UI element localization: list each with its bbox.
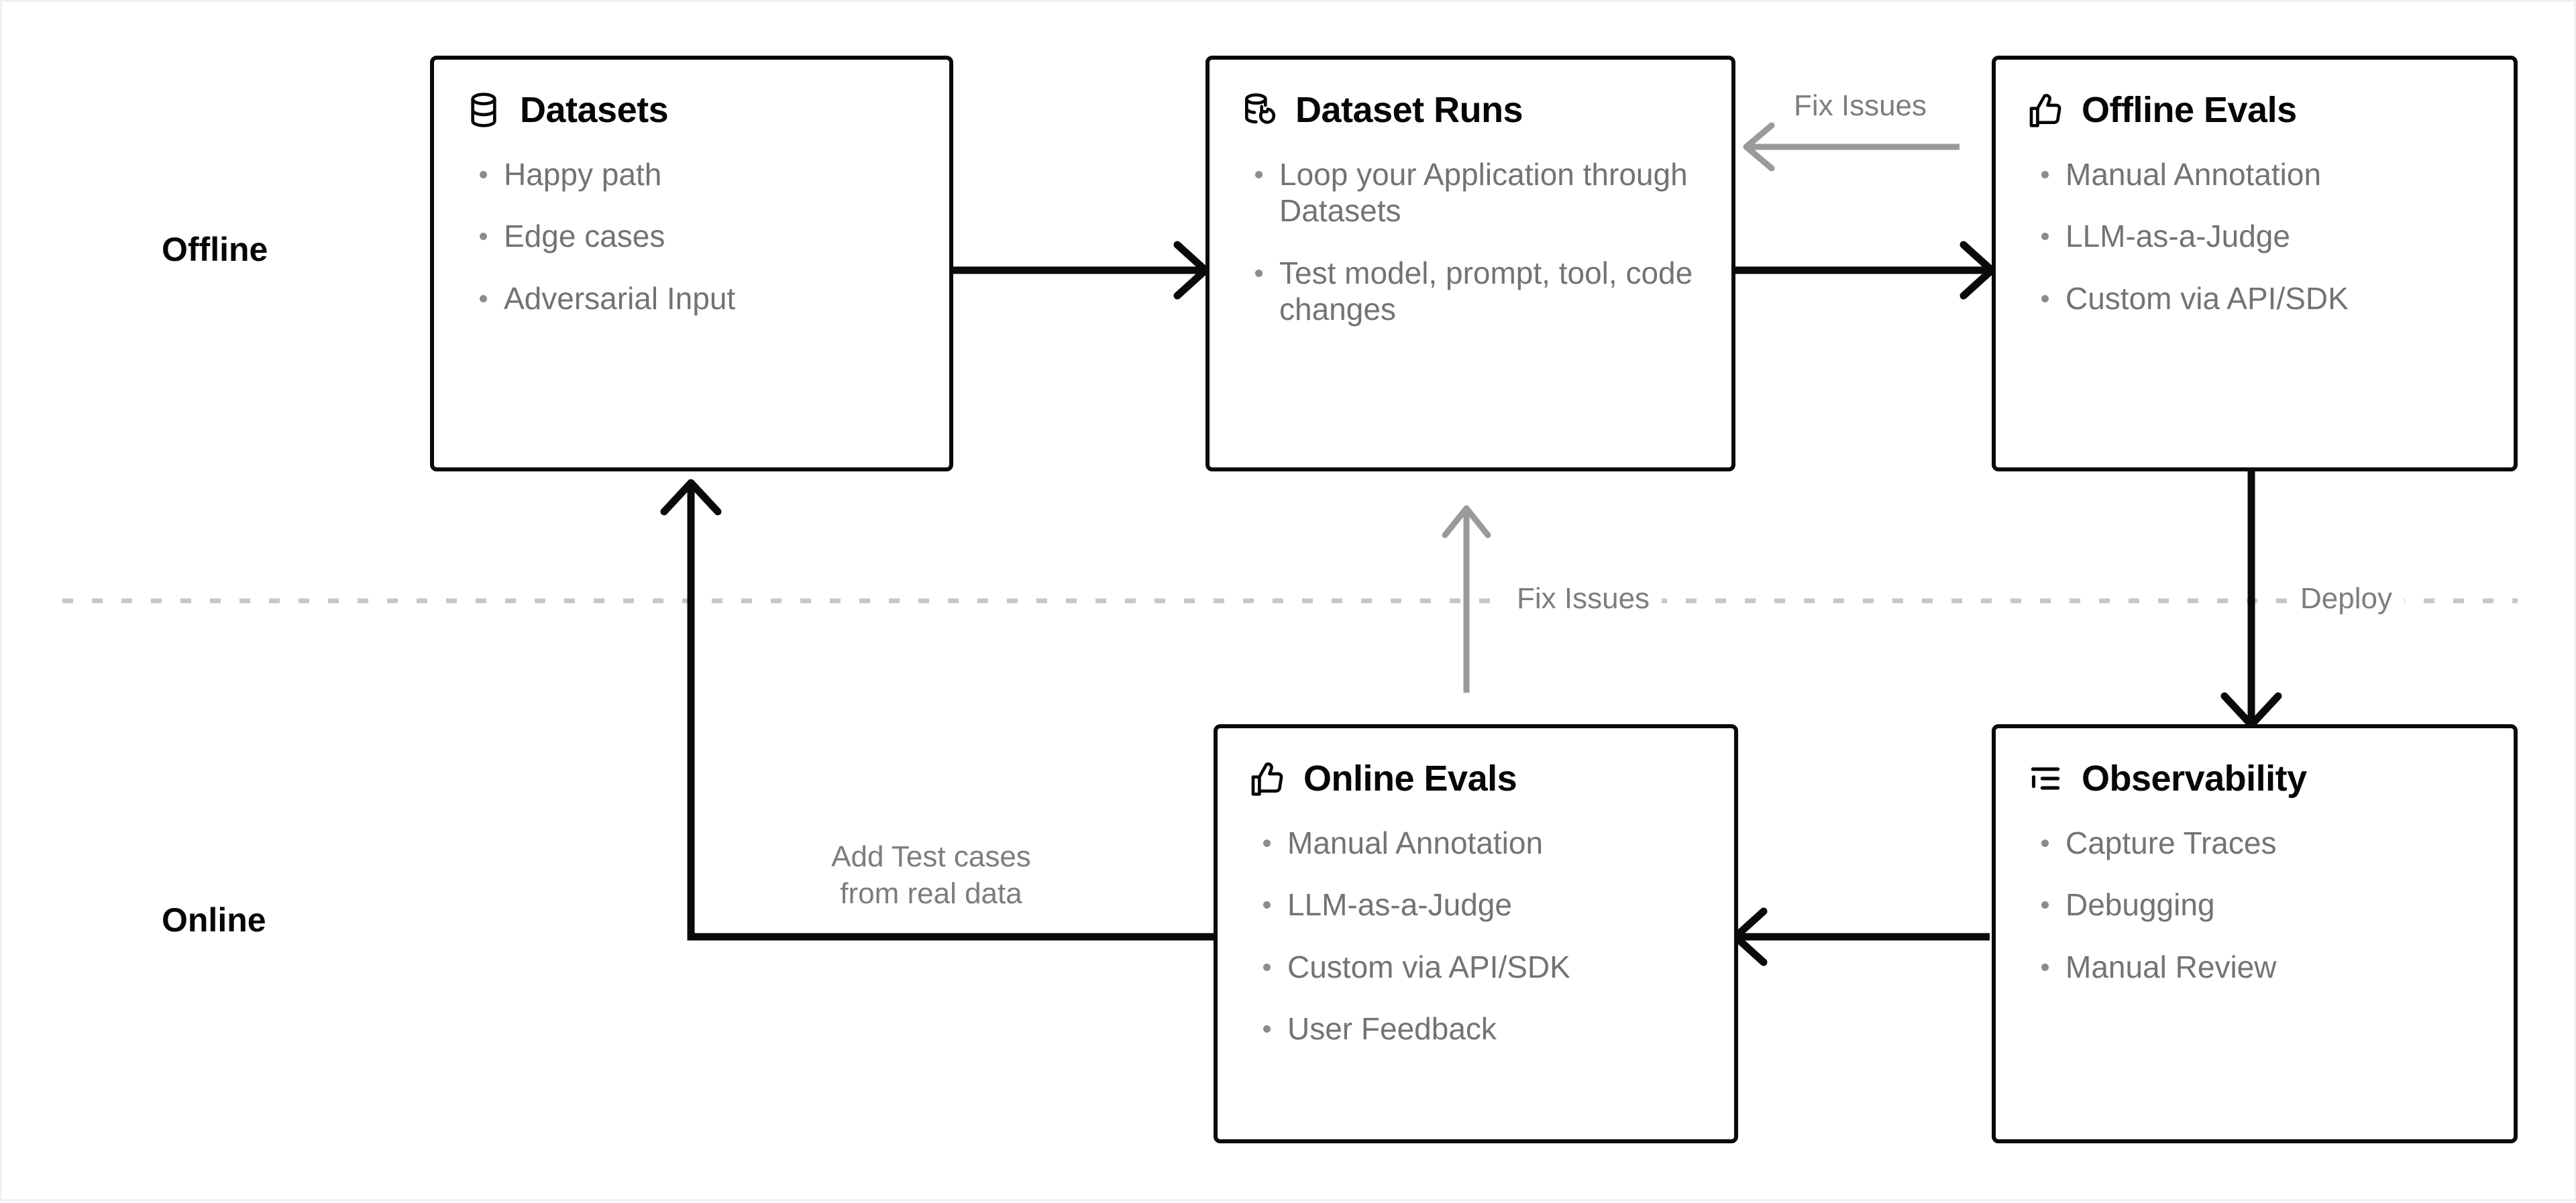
edge-label-fix-issues-top: Fix Issues [1786,89,1934,123]
database-icon [471,93,496,127]
list-item: Capture Traces [2037,825,2483,861]
node-offline-evals[interactable]: Offline Evals Manual Annotation LLM-as-a… [1992,56,2518,471]
lane-label-online: Online [162,901,266,939]
list-tree-icon [2031,767,2060,790]
node-datasets-title: Datasets [520,90,669,130]
node-observability-title: Observability [2082,758,2307,799]
edge-observability-to-online-evals [1731,907,1990,966]
list-item: Custom via API/SDK [2037,280,2483,317]
node-offline-evals-header: Offline Evals [1996,60,2514,131]
node-observability-header: Observability [1996,728,2514,799]
edge-label-fix-issues-mid: Fix Issues [1505,582,1662,616]
list-item: LLM-as-a-Judge [1259,886,1703,923]
list-item: Manual Review [2037,949,2483,985]
list-item: Test model, prompt, tool, code changes [1251,255,1701,328]
node-observability[interactable]: Observability Capture Traces Debugging M… [1992,724,2518,1143]
node-dataset-runs-bullets: Loop your Application through Datasets T… [1210,131,1731,327]
edge-offline-evals-to-observability [2220,471,2282,729]
node-dataset-runs[interactable]: Dataset Runs Loop your Application throu… [1205,56,1735,471]
node-offline-evals-title: Offline Evals [2082,90,2297,130]
list-item: Loop your Application through Datasets [1251,156,1701,229]
node-online-evals[interactable]: Online Evals Manual Annotation LLM-as-a-… [1214,724,1738,1143]
node-online-evals-header: Online Evals [1218,728,1734,799]
edge-datasets-to-dataset-runs [953,241,1210,300]
edge-label-deploy: Deploy [2288,582,2404,616]
list-item: Custom via API/SDK [1259,949,1703,985]
node-datasets-header: Datasets [434,60,949,131]
add-test-cases-line-2: from real data [840,876,1022,910]
list-item: Manual Annotation [2037,156,2483,192]
edge-label-add-test-cases: Add Test cases from real data [807,839,1055,913]
database-restore-icon [1245,93,1276,124]
list-item: Manual Annotation [1259,825,1703,861]
edge-online-evals-to-dataset-runs [1442,505,1491,693]
node-dataset-runs-header: Dataset Runs [1210,60,1731,131]
list-item: Edge cases [476,218,918,254]
node-offline-evals-bullets: Manual Annotation LLM-as-a-Judge Custom … [1996,131,2514,317]
thumbs-up-icon [1251,762,1283,796]
list-item: LLM-as-a-Judge [2037,218,2483,254]
node-datasets[interactable]: Datasets Happy path Edge cases Adversari… [430,56,953,471]
lane-label-offline: Offline [162,231,268,268]
node-datasets-bullets: Happy path Edge cases Adversarial Input [434,131,949,317]
node-online-evals-bullets: Manual Annotation LLM-as-a-Judge Custom … [1218,799,1734,1047]
add-test-cases-line-1: Add Test cases [831,840,1031,873]
node-dataset-runs-title: Dataset Runs [1295,90,1523,130]
edge-offline-evals-to-dataset-runs [1743,122,1960,172]
list-item: Debugging [2037,886,2483,923]
node-online-evals-title: Online Evals [1303,758,1517,799]
list-item: Happy path [476,156,918,192]
list-item: User Feedback [1259,1011,1703,1047]
node-observability-bullets: Capture Traces Debugging Manual Review [1996,799,2514,985]
edge-online-evals-to-datasets [660,479,1214,941]
edge-dataset-runs-to-offline-evals [1731,241,1996,300]
list-item: Adversarial Input [476,280,918,317]
thumbs-up-icon [2029,94,2061,127]
